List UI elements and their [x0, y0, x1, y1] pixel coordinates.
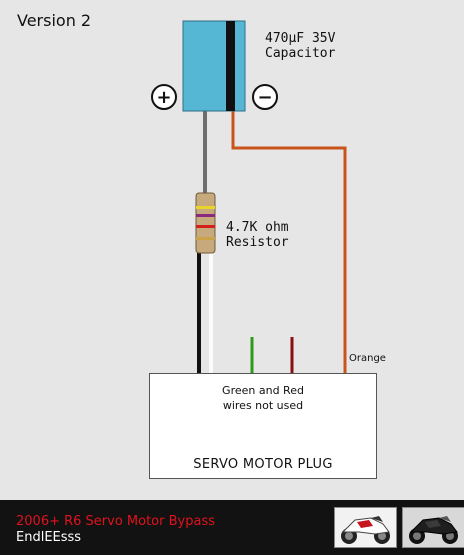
motorcycle-white-icon — [341, 516, 390, 544]
motorcycle-black-icon — [409, 516, 458, 544]
motorcycle-thumbnail-white — [334, 507, 397, 548]
capacitor-body — [182, 20, 246, 112]
motorcycle-thumbnail-black — [402, 507, 464, 548]
capacitor-value-label: 470µF 35V — [265, 31, 336, 46]
resistor-band-yellow — [196, 206, 215, 209]
plus-circle — [151, 84, 177, 110]
resistor-band-gold — [196, 237, 215, 240]
footer-title: 2006+ R6 Servo Motor Bypass — [16, 514, 215, 529]
resistor-type-label: Resistor — [226, 235, 289, 250]
servo-motor-plug: Green and Red wires not used SERVO MOTOR… — [149, 373, 377, 479]
minus-symbol: − — [257, 87, 272, 108]
resistor-band-violet — [196, 214, 215, 217]
footer-author: EndlEEsss — [16, 530, 82, 545]
resistor-band-red — [196, 225, 215, 228]
capacitor-stripe — [226, 21, 235, 111]
orange-wire — [231, 111, 347, 374]
resistor-body — [195, 192, 216, 254]
plug-note-line2: wires not used — [222, 399, 304, 412]
capacitor-type-label: Capacitor — [265, 46, 336, 61]
orange-wire-label: Orange — [349, 353, 386, 364]
version-title: Version 2 — [17, 11, 92, 30]
footer-bar: 2006+ R6 Servo Motor Bypass EndlEEsss — [0, 500, 464, 555]
minus-circle — [252, 84, 278, 110]
resistor-value-label: 4.7K ohm — [226, 220, 289, 235]
plug-note-line1: Green and Red — [222, 384, 304, 397]
plug-title: SERVO MOTOR PLUG — [193, 457, 333, 472]
plus-symbol: + — [156, 87, 171, 108]
